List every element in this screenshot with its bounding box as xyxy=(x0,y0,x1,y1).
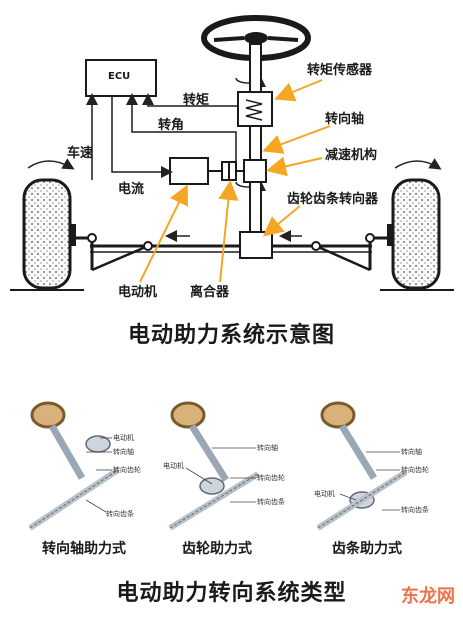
panel3-part-2: 转向齿轮 xyxy=(401,466,429,474)
torque-sensor xyxy=(237,91,273,127)
reducer-box xyxy=(243,159,267,183)
panel2-part-3: 转向齿轮 xyxy=(257,474,285,482)
panel-pinion-type-graphic xyxy=(168,401,260,531)
panel1-part-2: 转向轴 xyxy=(113,448,134,456)
ecu-box xyxy=(85,59,157,97)
panel-rack-type-graphic xyxy=(316,401,408,531)
panel2-part-4: 转向齿条 xyxy=(257,498,285,506)
clutch-label: 离合器 xyxy=(190,285,230,300)
torque-label: 转矩 xyxy=(183,93,210,108)
top-diagram-title: 电动助力系统示意图 xyxy=(127,323,335,348)
motor-label: 电动机 xyxy=(118,285,158,300)
panel-column-type-graphic xyxy=(28,401,120,531)
bottom-diagram-title: 电动助力转向系统类型 xyxy=(116,581,347,606)
panel3-part-3: 电动机 xyxy=(314,490,335,498)
speed-label: 车速 xyxy=(67,146,94,161)
panel1-part-4: 转向齿条 xyxy=(106,510,134,518)
panel1-caption: 转向轴助力式 xyxy=(42,541,126,557)
current-label: 电流 xyxy=(118,182,145,197)
right-wheel xyxy=(380,178,454,291)
watermark: 东龙网 xyxy=(401,586,455,607)
motor-box xyxy=(169,157,209,185)
panel2-part-2: 电动机 xyxy=(163,462,184,470)
ecu-label: ECU xyxy=(108,71,131,82)
rack-gear-box xyxy=(239,231,273,259)
left-wheel xyxy=(10,178,84,291)
angle-label: 转角 xyxy=(158,118,185,133)
clutch xyxy=(208,161,244,181)
torque-sensor-label: 转矩传感器 xyxy=(307,63,373,78)
steering-shaft-label: 转向轴 xyxy=(325,112,365,127)
panel3-part-1: 转向轴 xyxy=(401,448,422,456)
panel1-part-3: 转向齿轮 xyxy=(113,466,141,474)
panel3-caption: 齿条助力式 xyxy=(332,541,402,557)
rack-gear-label: 齿轮齿条转向器 xyxy=(287,192,379,207)
panel2-caption: 齿轮助力式 xyxy=(182,541,252,557)
reducer-label: 减速机构 xyxy=(325,148,378,163)
panel2-part-1: 转向轴 xyxy=(257,444,278,452)
panel3-part-4: 转向齿条 xyxy=(401,506,429,514)
panel1-part-1: 电动机 xyxy=(113,434,134,442)
